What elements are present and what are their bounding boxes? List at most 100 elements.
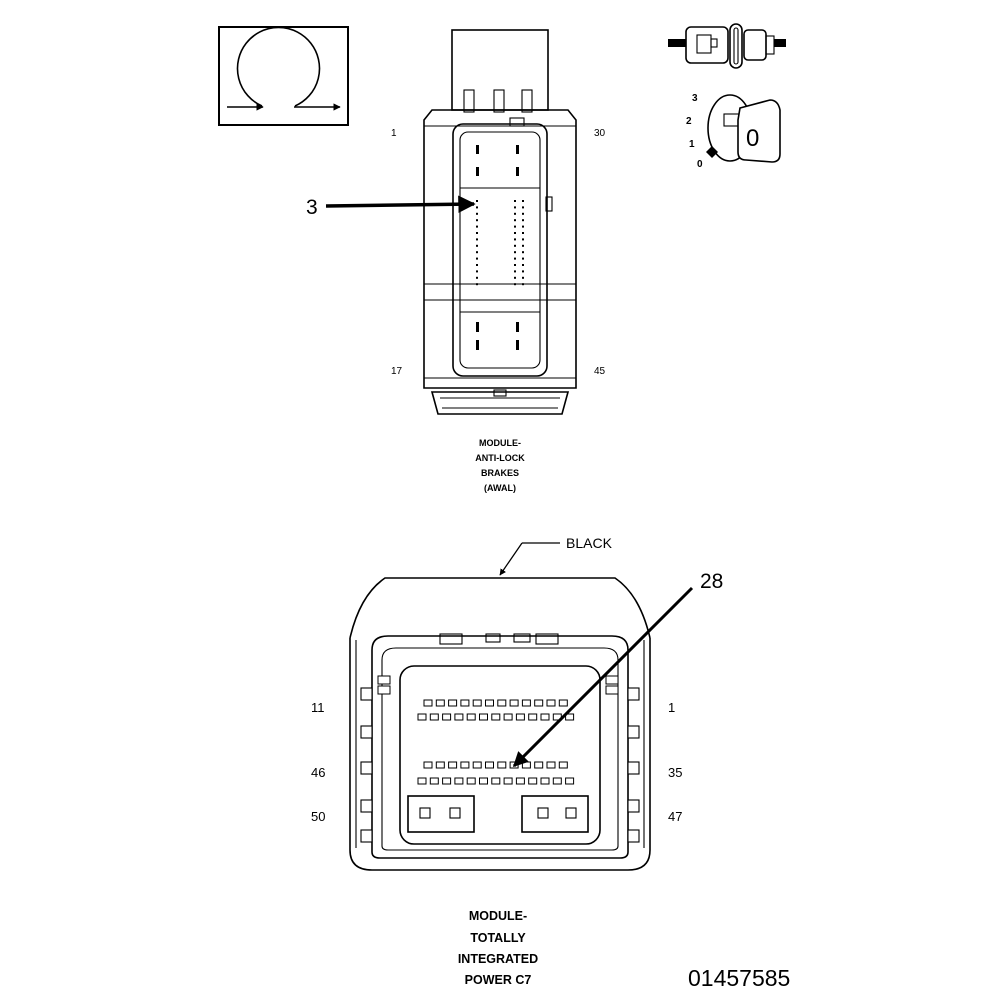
ignition-position-3: 3	[692, 93, 698, 104]
tipm-pin-cavity	[552, 777, 562, 785]
abs-pin-dot	[514, 264, 516, 266]
tipm-caption-line-4: POWER C7	[465, 973, 532, 987]
abs-pin-dot	[476, 206, 478, 209]
abs-pin-label-bottom-left: 17	[391, 366, 403, 377]
abs-pin-dot	[514, 276, 516, 279]
abs-pin-label-top-right: 30	[594, 128, 606, 139]
abs-pin-dot	[476, 238, 478, 241]
abs-pin-dot	[514, 283, 516, 286]
abs-pin-dot	[522, 270, 524, 273]
tipm-pin-cavity	[497, 699, 507, 707]
abs-pin-dot	[514, 225, 516, 228]
tipm-pin-cavity	[454, 777, 464, 785]
tipm-callout-arrow	[512, 586, 694, 768]
abs-caption-line-3: BRAKES	[481, 468, 519, 478]
abs-pin-dot	[522, 219, 524, 222]
abs-pin-dot	[476, 264, 478, 266]
abs-callout-arrow	[325, 195, 476, 213]
ignition-position-0: 0	[697, 159, 703, 170]
abs-pin-dot	[476, 200, 478, 202]
abs-pin-dot	[522, 264, 524, 266]
abs-pin-dot	[476, 244, 478, 247]
tipm-pin-cavity	[485, 761, 494, 769]
abs-pin-label-top-left: 1	[391, 128, 397, 139]
tipm-pin-label-left-2: 46	[311, 765, 325, 780]
tipm-pin-cavity	[454, 713, 464, 721]
tipm-pin-cavity	[479, 713, 488, 721]
tipm-pin-cavity	[528, 777, 538, 785]
tipm-pin-cavity	[485, 699, 494, 707]
abs-callout-number: 3	[306, 196, 318, 219]
abs-pin-dot	[522, 232, 524, 234]
tipm-pin-cavity	[460, 699, 470, 707]
tipm-pin-cavity	[448, 699, 458, 707]
abs-caption: MODULE- ANTI-LOCK BRAKES (AWAL)	[475, 438, 525, 493]
tipm-pin-cavity	[521, 761, 531, 769]
abs-pin-dot	[522, 283, 524, 286]
tipm-pin-cavity	[442, 777, 452, 785]
tipm-connector	[349, 577, 651, 871]
abs-pin-dot	[522, 251, 524, 254]
abs-pin-dot	[476, 283, 478, 286]
tipm-pin-cavity	[540, 713, 550, 721]
abs-pin-dot	[514, 206, 516, 209]
tipm-callout-number: 28	[700, 570, 723, 593]
tipm-pin-cavity	[448, 761, 458, 769]
tipm-pin-cavity	[429, 777, 439, 785]
abs-pin-dot	[522, 206, 524, 209]
tipm-caption-line-1: MODULE-	[469, 909, 527, 923]
tipm-caption-line-3: INTEGRATED	[458, 952, 538, 966]
tipm-pin-cavity	[503, 713, 513, 721]
terminal-connector-icon	[668, 23, 786, 69]
abs-signal-pins	[476, 200, 524, 286]
abs-pin-dot	[476, 251, 478, 254]
tipm-pin-cavity	[565, 713, 575, 721]
tipm-pin-cavity	[466, 777, 476, 785]
tipm-pin-cavity	[491, 713, 501, 721]
tipm-pin-cavity	[435, 699, 445, 707]
abs-caption-line-2: ANTI-LOCK	[475, 453, 525, 463]
abs-pin-dot	[522, 225, 524, 228]
abs-pin-dot	[514, 251, 516, 254]
tipm-pin-cavity	[534, 699, 544, 707]
tipm-pin-cavity	[423, 761, 433, 769]
tipm-pin-cavity	[435, 761, 445, 769]
abs-pin-dot	[514, 270, 516, 273]
abs-pin-dot	[514, 212, 516, 215]
tipm-pin-cavity	[417, 713, 427, 721]
tipm-pin-label-right-1: 1	[668, 700, 675, 715]
tipm-pin-cavity	[417, 777, 427, 785]
abs-caption-line-4: (AWAL)	[484, 483, 516, 493]
abs-pin-dot	[522, 200, 524, 202]
abs-pin-dot	[476, 212, 478, 215]
tipm-pin-label-right-3: 47	[668, 809, 682, 824]
tipm-pin-cavity	[442, 713, 452, 721]
abs-pin-dot	[476, 225, 478, 228]
abs-pin-dot	[522, 212, 524, 215]
figure-number: 01457585	[688, 965, 790, 991]
abs-connector	[423, 29, 577, 415]
tipm-pin-label-right-2: 35	[668, 765, 682, 780]
black-color-leader	[499, 542, 560, 576]
abs-caption-line-1: MODULE-	[479, 438, 521, 448]
abs-pin-dot	[476, 270, 478, 273]
tipm-pin-cavity	[503, 777, 513, 785]
tipm-pin-cavity	[534, 761, 544, 769]
tipm-pin-cavity	[521, 699, 531, 707]
tipm-pin-label-left-1: 11	[311, 700, 325, 715]
tipm-caption: MODULE- TOTALLY INTEGRATED POWER C7	[458, 909, 538, 987]
tipm-pin-label-left-3: 50	[311, 809, 325, 824]
abs-pin-dot	[522, 276, 524, 279]
tipm-pin-cavity	[472, 699, 482, 707]
tipm-pin-cavity	[491, 777, 501, 785]
tipm-pin-cavity	[515, 713, 525, 721]
abs-pin-dot	[514, 219, 516, 222]
ignition-key-icon	[706, 94, 781, 163]
abs-pin-dot	[514, 244, 516, 247]
ignition-position-1: 1	[689, 139, 695, 150]
abs-pin-dot	[476, 219, 478, 222]
tipm-pin-cavity	[546, 761, 556, 769]
tipm-pin-cavity	[509, 699, 519, 707]
tipm-pin-cavity	[423, 699, 433, 707]
